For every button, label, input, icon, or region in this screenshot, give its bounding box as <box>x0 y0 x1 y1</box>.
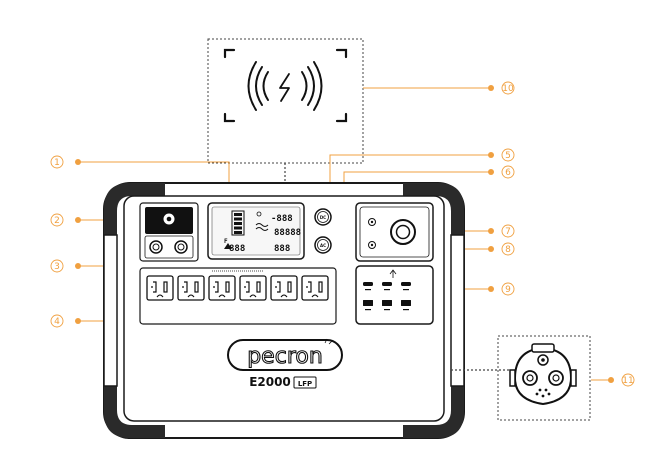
callout-label-4: 4 <box>54 317 60 327</box>
callout-labels: 10 1 2 3 4 5 6 7 8 9 11 <box>54 84 634 386</box>
lcd-f-label: F <box>224 238 228 245</box>
ac-outlet-icon[interactable] <box>301 275 329 301</box>
callout-badges <box>50 81 635 387</box>
wireless-charging-icon <box>247 61 323 111</box>
usb-port-icon[interactable] <box>382 300 392 311</box>
dc-button-label: DC <box>320 215 326 220</box>
bumper-left <box>103 234 118 387</box>
usb-port-icon[interactable] <box>363 282 373 291</box>
callout-dot-6 <box>488 169 494 175</box>
ac-outlet-icon[interactable] <box>208 275 236 301</box>
callout-dot-2 <box>75 217 81 223</box>
callout-dot-4 <box>75 318 81 324</box>
usb-port-icon[interactable] <box>363 300 373 311</box>
callout-dots <box>75 85 614 383</box>
usb-port-icon[interactable] <box>401 300 411 311</box>
callout-label-10: 10 <box>502 84 514 94</box>
callout-dot-10 <box>488 85 494 91</box>
callout-label-6: 6 <box>505 168 511 178</box>
car-port-socket[interactable] <box>390 219 416 245</box>
usb-symbol-icon <box>389 269 397 278</box>
ac-outlet-icon[interactable] <box>239 275 267 301</box>
ac-outlet-icon[interactable] <box>177 275 205 301</box>
ac-outlets <box>146 275 329 301</box>
callout-label-7: 7 <box>505 227 511 237</box>
callout-dot-7 <box>488 228 494 234</box>
model-name: E2000 <box>249 375 291 389</box>
bumper-bottom-left <box>104 386 165 438</box>
brand-plate: pecron E2000 LFP <box>227 338 343 389</box>
side-connector-icon <box>509 343 577 406</box>
wireless-pad-outline <box>207 38 364 164</box>
battery-icon <box>231 210 245 236</box>
lcd-row-2: 88888 <box>274 228 301 238</box>
lcd-row-3: 888 <box>229 244 245 254</box>
warning-icon <box>224 243 232 249</box>
power-station: F -888 88888 888 888 DC AC <box>103 182 465 439</box>
lcd-display: F -888 88888 888 888 <box>207 202 305 260</box>
model-badge: LFP <box>298 380 312 388</box>
lcd-row-3b: 888 <box>274 244 290 254</box>
bumper-right <box>450 234 465 387</box>
lcd-row-1: -888 <box>271 214 293 224</box>
fan-icon <box>256 211 262 217</box>
side-connector-box <box>497 335 591 421</box>
ac-outlet-icon[interactable] <box>146 275 174 301</box>
model-badge-frame <box>293 376 317 389</box>
callout-label-11: 11 <box>622 376 633 386</box>
bumper-bottom-right <box>403 386 464 438</box>
usb-panel-frame <box>355 265 434 325</box>
callout-dot-1 <box>75 159 81 165</box>
usb-panel <box>355 265 434 325</box>
logo-spark-icon <box>324 338 333 345</box>
callout-label-9: 9 <box>505 285 511 295</box>
callout-dot-3 <box>75 263 81 269</box>
usb-port-icon[interactable] <box>382 282 392 291</box>
anderson-port-icon[interactable] <box>149 240 188 254</box>
callout-label-3: 3 <box>54 262 60 272</box>
usb-ports <box>363 282 411 311</box>
logo-badge <box>227 339 343 371</box>
wireless-charging-pad <box>207 38 364 183</box>
callout-dot-9 <box>488 286 494 292</box>
callout-dot-8 <box>488 246 494 252</box>
callout-label-5: 5 <box>505 151 511 161</box>
side-connector-detail <box>451 335 591 421</box>
wireless-pad-frame <box>223 48 348 123</box>
dc-button[interactable]: DC <box>314 208 332 226</box>
dc-input-pin <box>166 216 172 222</box>
ac-button-label: AC <box>320 243 326 248</box>
car-port-panel <box>355 202 434 262</box>
callout-dot-11 <box>608 377 614 383</box>
brand-logo: pecron <box>247 344 323 369</box>
ac-button[interactable]: AC <box>314 236 332 254</box>
input-panel <box>139 202 199 262</box>
wave-icon <box>255 223 269 231</box>
callout-dot-5 <box>488 152 494 158</box>
callout-label-2: 2 <box>54 216 60 226</box>
ac-outlet-icon[interactable] <box>270 275 298 301</box>
callout-label-8: 8 <box>505 245 511 255</box>
callout-label-1: 1 <box>54 158 60 168</box>
usb-port-icon[interactable] <box>401 282 411 291</box>
